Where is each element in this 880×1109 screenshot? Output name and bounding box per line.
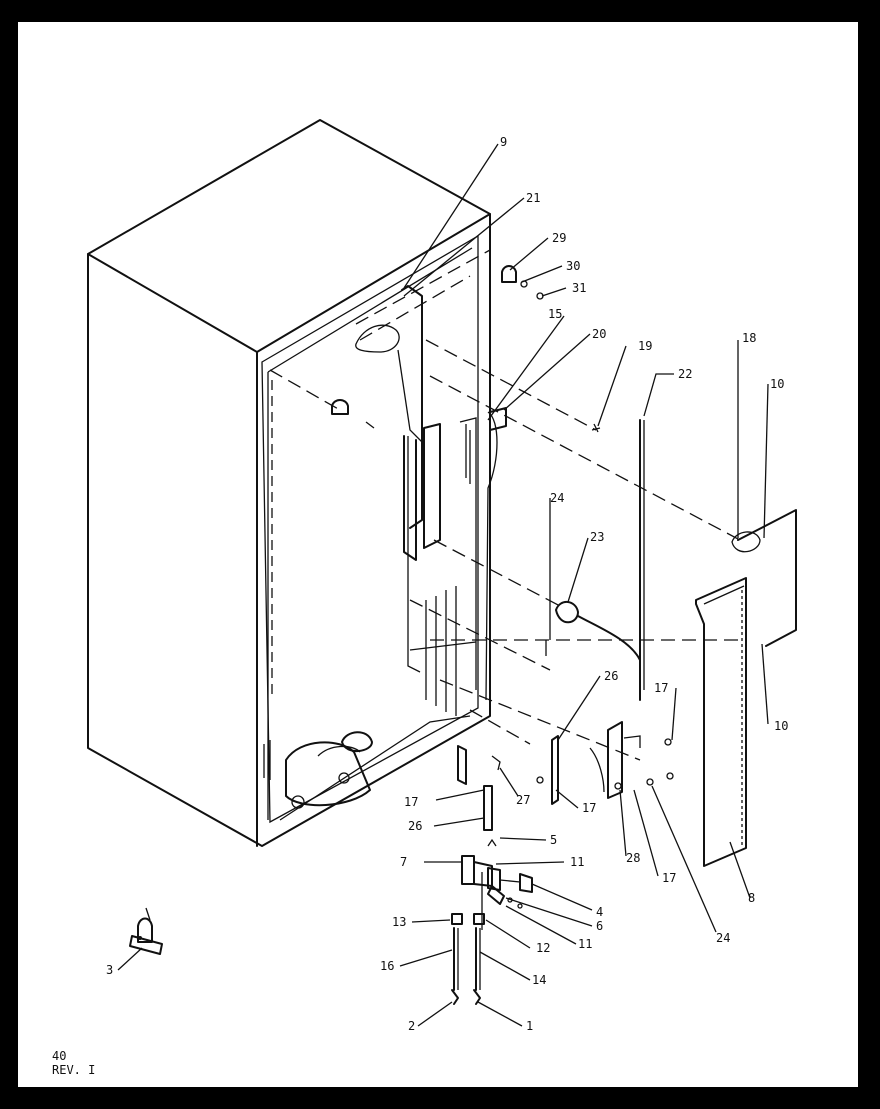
callout-21: 21 — [526, 191, 540, 205]
callout-17-upper-right: 17 — [654, 681, 668, 695]
callout-26-lower: 26 — [408, 819, 422, 833]
callout-10-upper: 10 — [770, 377, 784, 391]
callout-17-left: 17 — [404, 795, 418, 809]
callout-27: 27 — [516, 793, 530, 807]
leader-lines — [117, 143, 769, 1027]
page-number: 40 — [52, 1049, 66, 1063]
callout-16: 16 — [380, 959, 394, 973]
callout-8: 8 — [748, 891, 755, 905]
callout-10-lower: 10 — [774, 719, 788, 733]
sheet-footer: 40 REV. I — [52, 1049, 95, 1077]
callout-4: 4 — [596, 905, 603, 919]
callout-31: 31 — [572, 281, 586, 295]
revision-label: REV. I — [52, 1063, 95, 1077]
refrigerator-cabinet — [87, 119, 491, 847]
callout-18: 18 — [742, 331, 756, 345]
callout-11-upper: 11 — [570, 855, 584, 869]
callout-13: 13 — [392, 915, 406, 929]
callout-5: 5 — [550, 833, 557, 847]
projection-lines — [269, 249, 741, 761]
callout-23: 23 — [590, 530, 604, 544]
callout-17-mid: 17 — [582, 801, 596, 815]
compressor-area — [263, 715, 471, 821]
callout-15: 15 — [548, 307, 562, 321]
callout-labels: 9 21 29 30 31 15 20 19 22 18 10 24 23 26… — [106, 135, 788, 1033]
callout-20: 20 — [592, 327, 606, 341]
callout-7: 7 — [400, 855, 407, 869]
callout-2: 2 — [408, 1019, 415, 1033]
callout-24-upper: 24 — [550, 491, 564, 505]
callout-1: 1 — [526, 1019, 533, 1033]
condenser-assembly — [355, 285, 507, 716]
fitting-part-3 — [129, 907, 163, 955]
callout-30: 30 — [566, 259, 580, 273]
callout-24-lower: 24 — [716, 931, 730, 945]
small-parts — [331, 265, 674, 831]
callout-28: 28 — [626, 851, 640, 865]
callout-22: 22 — [678, 367, 692, 381]
callout-17-lower: 17 — [662, 871, 676, 885]
drawing-sheet — [18, 22, 858, 1087]
callout-14: 14 — [532, 973, 546, 987]
callout-19: 19 — [638, 339, 652, 353]
callout-11-lower: 11 — [578, 937, 592, 951]
callout-26-upper: 26 — [604, 669, 618, 683]
back-panel-upper — [731, 509, 797, 647]
callout-3: 3 — [106, 963, 113, 977]
callout-9: 9 — [500, 135, 507, 149]
water-valve-assembly — [451, 838, 533, 1005]
callout-12: 12 — [536, 941, 550, 955]
back-panel-lower — [695, 577, 747, 867]
callout-29: 29 — [552, 231, 566, 245]
callout-6: 6 — [596, 919, 603, 933]
